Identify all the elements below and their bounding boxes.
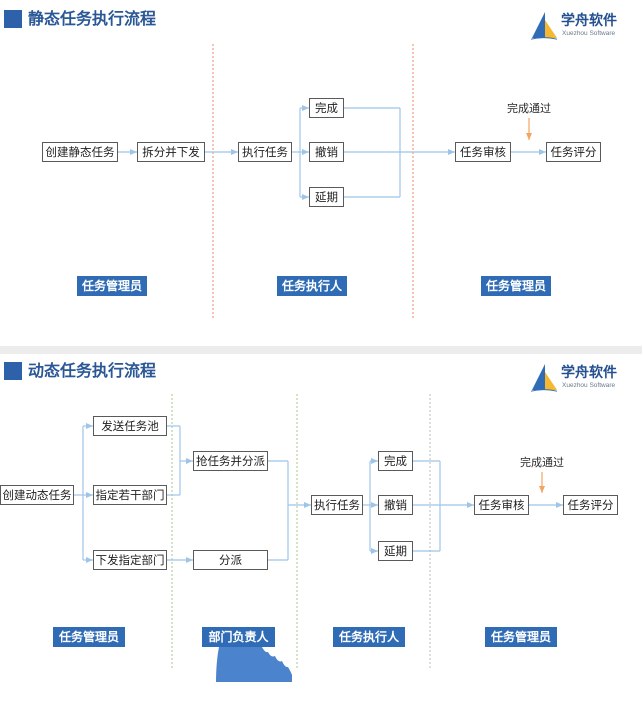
title-marker [4, 362, 22, 380]
node-execute-task: 执行任务 [311, 495, 363, 515]
sail-logo-icon [530, 364, 558, 392]
dynamic-flow-panel: 动态任务执行流程 学舟软件 Xuezhou Software 创建动态任务 发送… [0, 354, 642, 715]
role-department-head: 部门负责人 [202, 627, 275, 647]
panel-separator [0, 346, 642, 354]
role-task-manager: 任务管理员 [53, 627, 125, 647]
node-create-dynamic-task: 创建动态任务 [0, 485, 74, 505]
node-task-review: 任务审核 [474, 495, 529, 515]
role-task-executor: 任务执行人 [333, 627, 405, 647]
node-postpone: 延期 [309, 187, 344, 207]
node-task-score: 任务评分 [546, 142, 601, 162]
node-send-to-pool: 发送任务池 [93, 416, 167, 436]
node-create-static-task: 创建静态任务 [42, 142, 118, 162]
node-task-score: 任务评分 [563, 495, 618, 515]
role-task-executor: 任务执行人 [277, 276, 347, 296]
logo-name: 学舟软件 [561, 365, 617, 381]
review-approval-note: 完成通过 [520, 456, 564, 469]
role-task-manager: 任务管理员 [77, 276, 147, 296]
static-flow-panel: 静态任务执行流程 学舟软件 Xuezhou Software 创建静态任务 拆分… [0, 0, 642, 346]
role-task-manager: 任务管理员 [481, 276, 551, 296]
sail-logo-icon [530, 12, 558, 40]
decorative-blue-shape [216, 647, 292, 682]
node-dispatch: 分派 [193, 550, 268, 570]
panel-title: 静态任务执行流程 [28, 9, 157, 28]
title-marker [4, 10, 22, 28]
node-grab-and-dispatch: 抢任务并分派 [193, 451, 268, 471]
node-task-review: 任务审核 [455, 142, 511, 162]
static-flow-connectors [118, 44, 546, 318]
logo-tagline: Xuezhou Software [562, 382, 616, 389]
node-split-and-issue: 拆分并下发 [137, 142, 205, 162]
node-execute-task: 执行任务 [238, 142, 292, 162]
node-postpone: 延期 [378, 541, 413, 561]
node-complete: 完成 [309, 98, 344, 118]
node-revoke: 撤销 [378, 495, 413, 515]
node-complete: 完成 [378, 451, 413, 471]
role-task-manager: 任务管理员 [485, 627, 557, 647]
panel-title: 动态任务执行流程 [28, 361, 157, 380]
logo-tagline: Xuezhou Software [562, 30, 616, 37]
logo-name: 学舟软件 [561, 13, 617, 29]
dynamic-flow-connectors [74, 394, 563, 682]
node-assign-departments: 指定若干部门 [93, 485, 167, 505]
node-issue-to-departments: 下发指定部门 [93, 550, 167, 570]
review-approval-note: 完成通过 [507, 102, 551, 115]
node-revoke: 撤销 [309, 142, 344, 162]
